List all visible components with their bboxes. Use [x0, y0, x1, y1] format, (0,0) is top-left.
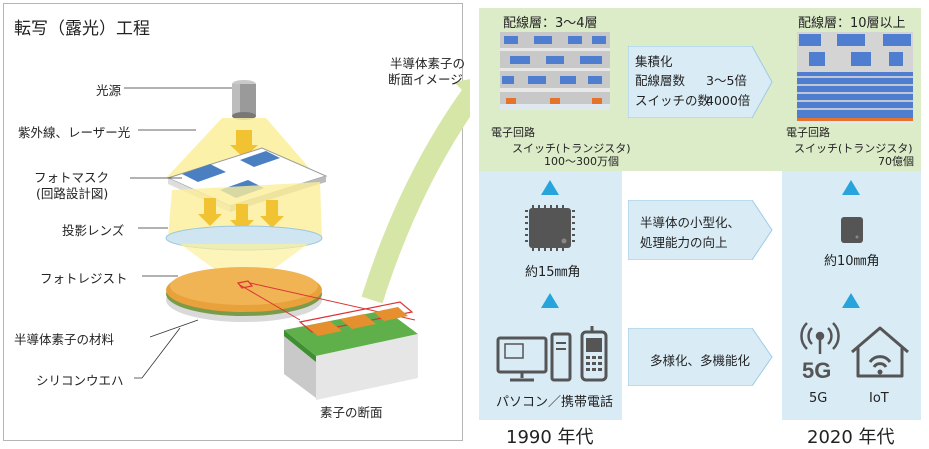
pc-phone-icons: [496, 326, 608, 382]
chip-1990-icon: [525, 205, 575, 251]
switch-count-label: スイッチの数: [635, 93, 711, 108]
5g-icon-text: 5G: [802, 358, 831, 383]
label-iot: IoT: [869, 391, 889, 406]
circuit-2020: 電子回路: [786, 126, 830, 139]
label-lens: 投影レンズ: [62, 223, 125, 238]
miniaturization-arrow-shape: [628, 200, 773, 260]
miniaturization-line-1: 半導体の小型化、: [640, 215, 741, 230]
label-uv-laser: 紫外線、レーザー光: [18, 125, 131, 140]
up-arrow-icon: [842, 180, 860, 195]
pc-tower-icon: [550, 332, 572, 382]
lithography-illustration: [124, 79, 470, 400]
integration-arrow-shape: [628, 46, 773, 118]
cross-section-image-label-1: 半導体素子の: [390, 56, 466, 71]
miniaturization-line-2: 処理能力の向上: [640, 235, 728, 250]
switch-2020: スイッチ(トランジスタ): [794, 142, 913, 155]
switch-count-1990: 100〜300万個: [544, 155, 619, 168]
label-wafer: シリコンウエハ: [36, 373, 124, 388]
antenna-icon: [800, 322, 840, 354]
cross-section-1990: [500, 32, 610, 110]
switch-count-value: 4000倍: [706, 93, 751, 108]
switch-count-2020: 70億個: [878, 155, 914, 168]
panel-title: 転写（露光）工程: [14, 19, 150, 39]
label-5g: 5G: [809, 391, 828, 406]
layers-1990: 配線層：3〜4層: [503, 16, 598, 31]
diversification-text: 多様化、多機能化: [650, 353, 751, 368]
wafer-icon: [166, 267, 322, 322]
layer-count-label: 配線層数: [635, 73, 686, 88]
decade-2020: 2020 年代: [807, 427, 895, 448]
iot-home-icon: [851, 326, 909, 378]
up-arrow-icon: [541, 293, 559, 308]
5g-iot-icons: 5G: [800, 322, 909, 383]
label-light-source: 光源: [96, 83, 122, 98]
circuit-1990: 電子回路: [491, 126, 535, 139]
cross-section-2020: [797, 32, 913, 124]
up-arrow-icon: [842, 293, 860, 308]
up-arrow-icon: [541, 180, 559, 195]
diversification-arrow-shape: [628, 328, 773, 386]
label-photomask: フォトマスク: [34, 170, 110, 185]
chip-size-2020: 約10㎜角: [824, 254, 880, 269]
layers-2020: 配線層：10層以上: [798, 16, 906, 31]
devices-1990: パソコン／携帯電話: [496, 395, 614, 410]
chip-2020-icon: [841, 217, 863, 243]
decade-1990: 1990 年代: [506, 427, 594, 448]
label-photoresist: フォトレジスト: [40, 271, 128, 286]
layer-count-value: 3〜5倍: [706, 73, 747, 88]
label-cross-section: 素子の断面: [320, 405, 383, 420]
chip-size-1990: 約15㎜角: [525, 265, 581, 280]
label-photomask-sub: (回路設計図): [36, 186, 109, 201]
mobile-phone-icon: [580, 330, 608, 382]
switch-1990: スイッチ(トランジスタ): [512, 142, 631, 155]
light-source-icon: [232, 80, 256, 120]
cross-section-block: [284, 301, 418, 400]
label-material: 半導体素子の材料: [14, 332, 115, 347]
monitor-icon: [496, 336, 548, 382]
integration-title: 集積化: [635, 54, 673, 69]
cross-section-image-label-2: 断面イメージ: [388, 72, 463, 87]
